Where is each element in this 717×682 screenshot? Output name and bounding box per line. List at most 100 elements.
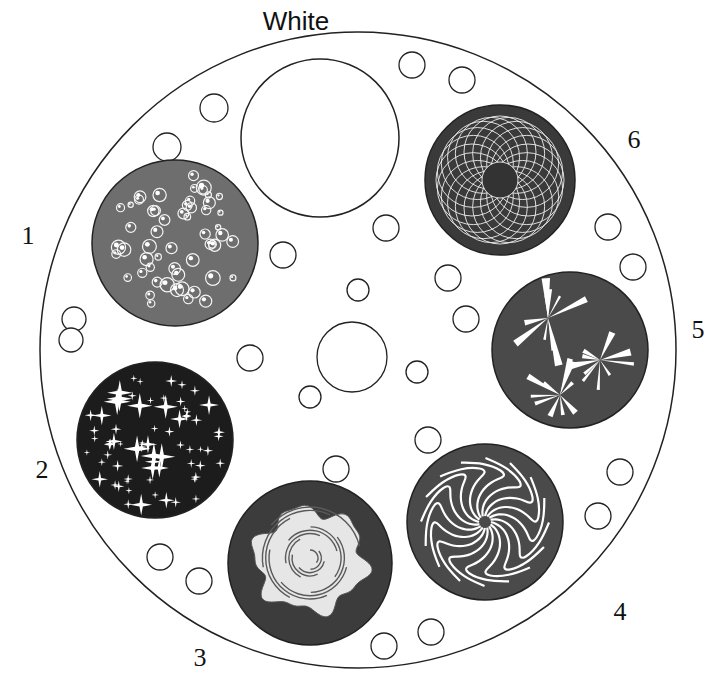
bubble [151,206,161,216]
star [85,409,97,421]
star [103,450,112,459]
shard [582,349,600,360]
star [185,445,194,454]
bubble [138,268,147,277]
gobo-disc [425,105,575,255]
star [118,441,124,447]
slot-number: 4 [614,599,627,625]
hole [620,254,646,280]
shard [513,318,548,346]
star [214,428,222,436]
hole [186,568,212,594]
star [203,445,214,456]
star [123,499,133,509]
shard [526,374,560,395]
bubble-glint [155,191,160,196]
bubble-glint [171,265,175,269]
star [148,443,175,470]
bubble-glint [185,215,187,217]
star [151,491,159,499]
bubble [205,239,215,249]
bubble [230,275,236,281]
hole [371,633,397,659]
star [213,426,225,438]
bubble-glint [184,202,187,205]
bubble [146,291,155,300]
aperture-label: White [263,8,329,34]
hole [237,345,263,371]
star [92,406,111,425]
hole [453,306,479,332]
bubble [152,277,162,287]
hole [323,456,349,482]
bubble-glint [136,193,140,197]
star [176,396,186,406]
bubble [203,197,215,209]
hole [153,133,181,161]
shard [582,360,600,382]
star [113,481,124,492]
star [158,492,174,508]
shard [548,395,560,417]
star [124,435,151,462]
petal-edge [299,561,324,572]
bubble-glint [148,265,151,268]
petal-edge [266,518,290,597]
slot-number: 2 [36,457,49,483]
star [127,393,152,418]
bubble-glint [163,280,168,285]
bubble [124,274,132,282]
bubble [128,202,133,207]
rose-pattern [251,505,372,617]
star [170,410,189,429]
bubble-glint [142,255,147,260]
star [112,460,124,472]
bubble-glint [185,296,188,299]
bubble [166,243,177,254]
hole [373,215,399,241]
star [192,495,201,504]
bubble-glint [208,273,213,278]
star [199,395,219,415]
bubble-glint [147,293,150,296]
bubble-glint [218,231,222,235]
bubble-glint [161,217,165,221]
petal-edge [262,510,330,567]
hole [299,386,321,408]
bubble [155,254,161,260]
shard [542,381,560,395]
star [191,475,199,483]
hole [607,459,633,485]
swirl-pattern [421,458,549,586]
gobo-disc [77,362,233,518]
hole [62,307,86,331]
shard [544,295,548,318]
bubble-glint [173,286,178,291]
bubble-glint [202,297,206,301]
bubble-glint [231,276,233,278]
bubble-glint [125,275,128,278]
star [191,472,202,483]
rose-bloom [251,505,372,617]
bubble-glint [136,197,139,200]
star [197,446,204,453]
hub-hole [317,322,387,392]
star [190,414,202,426]
hole [147,544,173,570]
hole [406,361,428,383]
bubble-glint [154,279,158,283]
bubble-glint [202,231,206,235]
shard [600,360,634,366]
bubble-glint [229,238,233,242]
hole [435,265,461,291]
petal-edge [269,550,327,599]
star [195,460,206,471]
bubble [182,200,192,210]
star [124,478,130,484]
bubble-glint [217,194,219,196]
star [146,476,155,485]
star [181,411,191,421]
star [130,494,152,516]
bubble [126,222,136,232]
